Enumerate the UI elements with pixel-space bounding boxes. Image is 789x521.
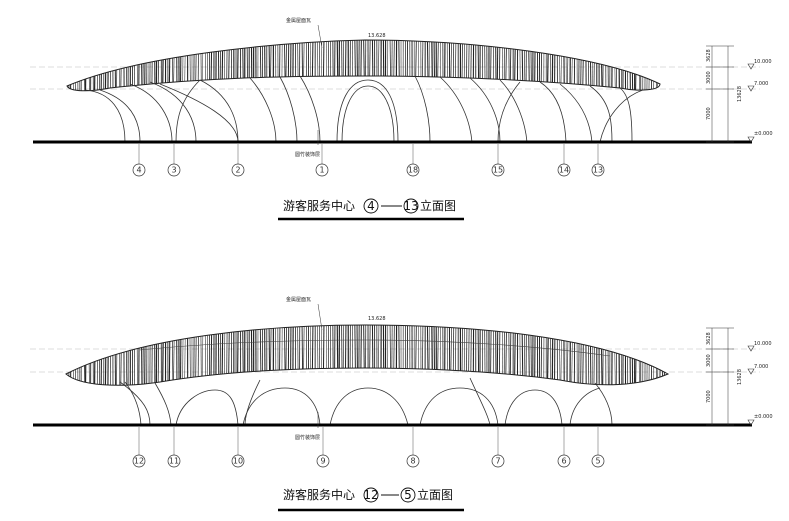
grid-axis-bubble: [491, 454, 505, 468]
grid-axis-bubble: [557, 454, 571, 468]
svg-text:±0.000: ±0.000: [754, 414, 773, 420]
dim-top: 3628: [706, 332, 712, 345]
level-marker-10: 10.000: [747, 59, 772, 70]
roof-label: 金属屋面瓦: [286, 17, 311, 24]
roof-label: 金属屋面瓦: [286, 296, 311, 303]
base-label: 圆竹装饰层: [295, 434, 320, 441]
grid-axis-label: 9: [320, 457, 325, 466]
level-marker-0: ±0.000: [747, 414, 773, 426]
grid-axis-bubble: [406, 163, 420, 177]
grid-axis-label: 15: [493, 166, 503, 175]
svg-text:7.000: 7.000: [754, 364, 768, 370]
grid-axis-bubble: [406, 454, 420, 468]
level-marker-10: 10.000: [747, 341, 772, 352]
dim-top: 3628: [706, 49, 712, 62]
grid-axis-bubble: [591, 163, 605, 177]
roof-shell: [65, 324, 670, 386]
grid-axis-bubble: [315, 163, 329, 177]
grid-axis-bubble: [591, 454, 605, 468]
grid-axis-label: 7: [495, 457, 500, 466]
svg-text:10.000: 10.000: [754, 341, 772, 347]
grid-axis-bubble: [132, 163, 146, 177]
dim-total: 13628: [737, 369, 743, 385]
svg-text:±0.000: ±0.000: [754, 131, 773, 137]
grid-axis-label: 6: [561, 457, 566, 466]
svg-text:7.000: 7.000: [754, 81, 768, 87]
grid-axis-bubble: [557, 163, 571, 177]
grid-axis-bubble: [132, 454, 146, 468]
title-axis-from: 12: [363, 488, 378, 502]
base-label: 圆竹装饰层: [295, 151, 320, 158]
grid-axis-label: 4: [136, 166, 141, 175]
svg-text:10.000: 10.000: [754, 59, 772, 65]
grid-axes: 12 11 10 9 8 7 6 5: [132, 427, 605, 468]
title-suffix: 立面图: [420, 198, 456, 213]
grid-axis-label: 13: [593, 166, 603, 175]
grid-axis-label: 12: [134, 457, 144, 466]
dim-total: 13628: [737, 86, 743, 102]
dim-mid: 3000: [706, 71, 712, 84]
grid-axis-label: 18: [408, 166, 418, 175]
top-mark: 13.628: [368, 316, 386, 322]
arch-structure: [84, 75, 644, 143]
title-axis-to: 5: [404, 488, 412, 502]
level-marker-7: 7.000: [747, 364, 768, 375]
grid-axis-bubble: [231, 454, 245, 468]
title-prefix: 游客服务中心: [283, 487, 355, 502]
top-mark: 13.628: [368, 33, 386, 39]
dim-low: 7000: [706, 390, 712, 403]
grid-axis-bubble: [316, 454, 330, 468]
dimension-chain: [706, 45, 734, 143]
grid-axis-label: 3: [171, 166, 176, 175]
elevation-4-13: 金属屋面瓦 13.628 圆竹装饰层 3628 3000 7000 13628 …: [30, 17, 773, 221]
title-axis-to: 13: [403, 199, 418, 213]
title-axis-from: 4: [367, 199, 375, 213]
grid-axis-bubble: [167, 454, 181, 468]
level-marker-0: ±0.000: [747, 131, 773, 143]
dim-low: 7000: [706, 107, 712, 120]
grid-axis-label: 10: [233, 457, 243, 466]
elevation-title: 游客服务中心 12 5 立面图: [278, 487, 464, 512]
grid-axis-label: 11: [169, 457, 179, 466]
dimension-chain: [706, 327, 734, 426]
grid-axis-label: 8: [410, 457, 415, 466]
grid-axis-bubble: [231, 163, 245, 177]
grid-axis-bubble: [167, 163, 181, 177]
title-suffix: 立面图: [417, 487, 453, 502]
title-prefix: 游客服务中心: [283, 198, 355, 213]
arch-structure: [119, 377, 613, 426]
level-marker-7: 7.000: [747, 81, 768, 92]
elevation-title: 游客服务中心 4 13 立面图: [278, 198, 464, 221]
grid-axis-label: 5: [595, 457, 600, 466]
grid-axis-label: 14: [559, 166, 569, 175]
dim-mid: 3000: [706, 354, 712, 367]
grid-axis-bubble: [491, 163, 505, 177]
grid-axis-label: 2: [235, 166, 240, 175]
elevation-12-5: 金属屋面瓦 13.628 圆竹装饰层 3628 3000 7000 13628 …: [30, 296, 773, 512]
grid-axis-label: 1: [319, 166, 324, 175]
